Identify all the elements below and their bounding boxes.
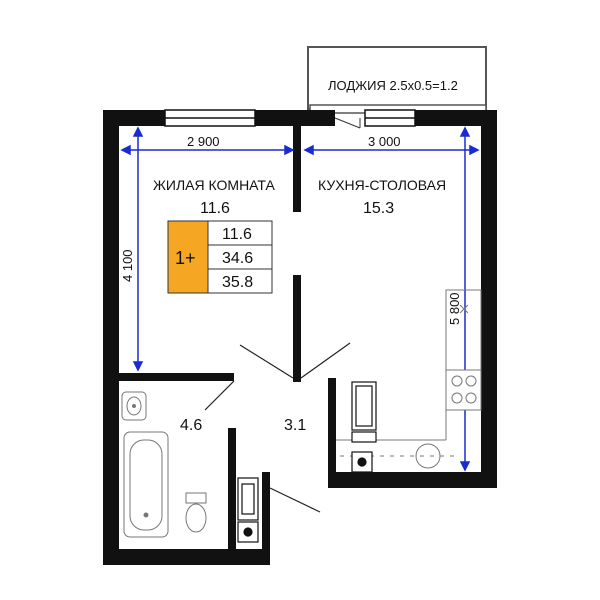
dimension-kitchen-width: 3 000 bbox=[368, 134, 401, 149]
living-room-name: ЖИЛАЯ КОМНАТА bbox=[153, 177, 276, 193]
badge-total-with-loggia: 35.8 bbox=[222, 274, 253, 291]
balcony-door bbox=[334, 117, 361, 129]
loggia-label: ЛОДЖИЯ 2.5x0.5=1.2 bbox=[328, 78, 458, 93]
dimension-living-depth: 4 100 bbox=[120, 249, 135, 282]
walls bbox=[103, 110, 497, 565]
dimension-living-width: 2 900 bbox=[187, 134, 220, 149]
stove-icon bbox=[445, 369, 482, 411]
round-table-icon bbox=[415, 443, 441, 469]
living-room-area: 11.6 bbox=[200, 200, 230, 217]
hall-area: 3.1 bbox=[284, 417, 306, 434]
door-swings bbox=[204, 342, 351, 513]
bathroom-fixtures bbox=[121, 391, 207, 538]
bathtub-icon bbox=[123, 431, 169, 538]
dimension-lines bbox=[120, 126, 480, 472]
area-badge: 1+ 11.6 34.6 35.8 bbox=[167, 220, 273, 294]
toilet-icon bbox=[185, 492, 207, 504]
dimension-kitchen-depth: 5 800 bbox=[447, 292, 462, 325]
kitchen-room-area: 15.3 bbox=[363, 200, 394, 217]
loggia: ЛОДЖИЯ 2.5x0.5=1.2 bbox=[307, 46, 487, 114]
bathroom-area: 4.6 bbox=[180, 417, 202, 434]
badge-total-area: 34.6 bbox=[222, 250, 253, 267]
badge-apartment-type: 1+ bbox=[175, 248, 196, 268]
kitchen-room-name: КУХНЯ-СТОЛОВАЯ bbox=[318, 177, 446, 193]
kitchen-fixtures bbox=[336, 289, 482, 469]
washbasin-icon bbox=[121, 391, 147, 421]
badge-living-area: 11.6 bbox=[222, 226, 252, 243]
windows bbox=[164, 109, 416, 127]
badge-type-box bbox=[167, 220, 209, 294]
cabinets bbox=[237, 381, 377, 543]
